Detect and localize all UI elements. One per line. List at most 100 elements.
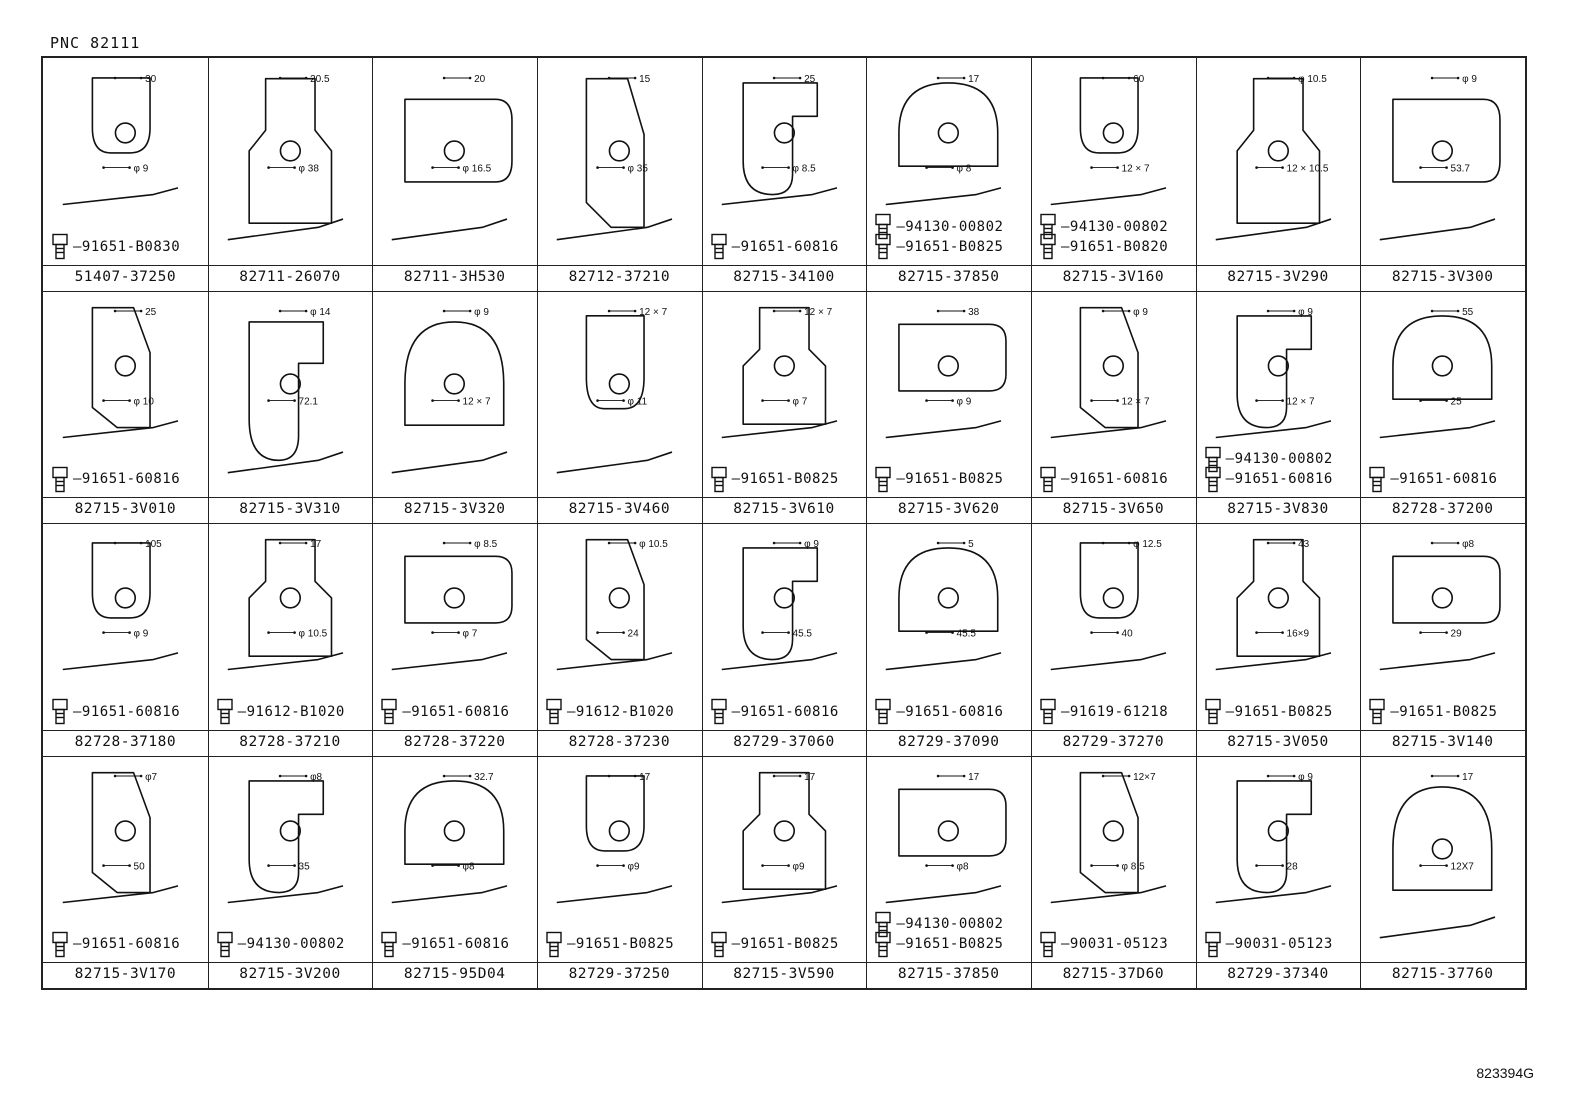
dimension-label: φ 8.5 (792, 164, 816, 175)
bolt-part-number: —91651-B0825 (1390, 703, 1498, 720)
bolt-part-number: —91612-B1020 (237, 703, 345, 720)
bolt-part-number: —91651-60816 (896, 703, 1004, 720)
dimension-label: 12X7 (1451, 861, 1475, 872)
bolt-part-number: —91651-B0825 (567, 936, 675, 952)
dimension-label: 55 (1462, 307, 1474, 318)
bracket-drawing: 12 × 7φ 11 (556, 307, 673, 474)
dimension-label: φ 14 (310, 307, 331, 318)
dimension-label: 40 (1122, 629, 1134, 640)
bolt-part-number: —91651-60816 (402, 936, 510, 952)
bracket-drawing: φ 912 × 7 (1040, 306, 1167, 492)
part-number-label: 82728-37220 (403, 733, 506, 750)
dimension-label: φ 10 (134, 396, 155, 407)
part-number-label: 82712-37210 (568, 268, 671, 285)
bracket-drawing: φ 14 72.1 (227, 307, 343, 474)
part-number-label: 82728-37180 (74, 733, 177, 750)
dimension-label: 5 (968, 539, 974, 550)
bolt-part-number: —91651-60816 (73, 703, 181, 720)
label-divider (43, 264, 1525, 266)
bolt-part-number: —91651-60816 (73, 471, 181, 487)
dimension-label: φ8 (1462, 539, 1474, 550)
part-number-label: 82729-37340 (1227, 966, 1329, 982)
bracket-drawing: φ 10.524 (546, 538, 673, 725)
dimension-label: 12 × 10.5 (1286, 164, 1328, 175)
part-number-label: 82715-37850 (897, 966, 1000, 982)
dimension-label: 20.5 (310, 74, 330, 85)
dimension-label: 15 (639, 74, 651, 85)
part-number-label: 82715-95D04 (403, 966, 506, 982)
bracket-drawing: 12×7φ 8.5 (1040, 771, 1167, 957)
bolt-part-number: —91651-60816 (73, 936, 181, 952)
bracket-drawing: φ 912 × 7 (391, 307, 508, 474)
dimension-label: 12×7 (1133, 772, 1156, 783)
bracket-drawing: 12 × 7φ 7 (710, 306, 837, 492)
dimension-label: 17 (804, 772, 816, 783)
part-number-label: 82715-3V050 (1227, 733, 1329, 750)
dimension-label: φ9 (628, 861, 640, 872)
bolt-part-number: —94130-00802 (1225, 451, 1333, 467)
dimension-label: φ 12.5 (1133, 539, 1162, 550)
part-number-label: 82729-37060 (733, 733, 835, 750)
dimension-label: φ8 (957, 861, 969, 872)
bracket-drawing: φ 928 (1204, 772, 1331, 957)
dimension-label: φ 9 (1462, 74, 1477, 85)
row-divider (43, 523, 1525, 524)
bracket-drawing: φ 12.5 40 (1040, 539, 1167, 725)
part-number-label: 82715-3V460 (568, 501, 671, 517)
bracket-drawing: 38φ 9 (875, 307, 1008, 492)
dimension-label: 12 × 7 (1286, 396, 1314, 407)
dimension-label: φ 8.5 (474, 539, 498, 550)
bracket-drawing: 17φ 10.5 (216, 538, 343, 725)
dimension-label: 12 × 7 (463, 396, 491, 407)
bolt-part-number: —91651-60816 (402, 703, 510, 720)
dimension-label: 16×9 (1286, 629, 1309, 640)
part-number-label: 82728-37200 (1391, 501, 1494, 517)
dimension-label: 43 (1298, 539, 1310, 550)
dimension-label: 72.1 (298, 396, 318, 407)
part-number-label: 82715-3V160 (1062, 268, 1165, 285)
dimension-label: 17 (1462, 772, 1474, 783)
bolt-part-number: —90031-05123 (1061, 936, 1169, 952)
dimension-label: 17 (310, 539, 322, 550)
dimension-label: φ7 (145, 772, 157, 783)
illustration-code: 823394G (1476, 1065, 1534, 1081)
bolt-part-number: —91651-60816 (731, 238, 839, 255)
part-number-label: 82729-37090 (897, 733, 1000, 750)
bolt-part-number: —91651-B0825 (896, 238, 1004, 255)
part-number-label: 82715-3V620 (897, 501, 1000, 517)
label-divider (43, 497, 1525, 498)
part-number-label: 51407-37250 (74, 268, 177, 285)
bolt-part-number: —94130-00802 (1061, 218, 1169, 235)
part-number-label: 82728-37230 (568, 733, 671, 750)
dimension-label: φ 9 (804, 539, 819, 550)
part-number-label: 82715-3V300 (1391, 268, 1494, 285)
part-number-label: 82715-3V830 (1227, 501, 1329, 517)
bolt-part-number: —91619-61218 (1061, 703, 1169, 720)
dimension-label: φ 8 (957, 164, 972, 175)
